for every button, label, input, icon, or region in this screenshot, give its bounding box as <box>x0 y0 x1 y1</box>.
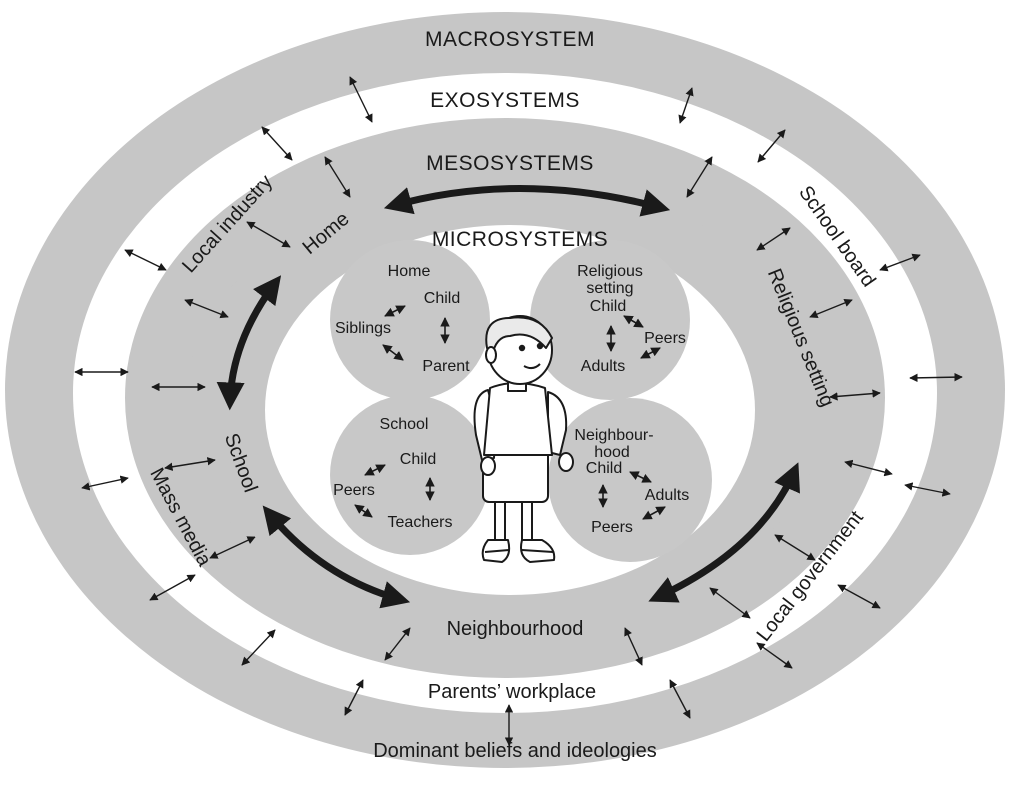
micro-arrow <box>364 464 386 476</box>
radial-arrow <box>164 457 216 471</box>
micro-home-child: Child <box>424 290 460 307</box>
micro-arrow <box>629 471 652 483</box>
radial-arrow <box>669 679 691 719</box>
radial-arrow <box>349 76 373 123</box>
micro-home-title: Home <box>388 263 431 280</box>
radial-arrow <box>261 126 293 161</box>
micro-home-parent: Parent <box>422 358 470 375</box>
radial-arrow <box>909 372 963 383</box>
meso-neighbourhood-label: Neighbourhood <box>447 618 584 640</box>
microsystems-title: MICROSYSTEMS <box>432 228 608 251</box>
radial-arrow <box>686 156 713 198</box>
micro-school-teachers: Teachers <box>388 514 453 531</box>
radial-arrow <box>756 227 791 251</box>
micro-home-circle <box>330 240 490 400</box>
micro-neighbourhood-circle <box>548 398 712 562</box>
exosystems-title: EXOSYSTEMS <box>430 89 580 112</box>
micro-school-child: Child <box>400 451 436 468</box>
radial-arrow <box>757 129 786 163</box>
meso-arrow-bottom-left <box>262 505 411 609</box>
micro-neighbourhood-title-1: Neighbour- <box>574 427 653 444</box>
radial-arrow <box>624 627 643 666</box>
micro-religious-circle <box>530 240 690 400</box>
radial-arrow <box>709 587 751 619</box>
radial-arrow <box>837 584 881 609</box>
meso-arrow-left <box>216 275 282 411</box>
macrosystem-title: MACROSYSTEM <box>425 28 595 51</box>
radial-arrows <box>74 76 963 746</box>
radial-arrow <box>809 298 853 319</box>
radial-arrow <box>124 249 167 271</box>
radial-arrow <box>756 642 793 669</box>
micro-arrow <box>384 305 406 317</box>
meso-arrow-top <box>383 185 671 217</box>
micro-religious-title-2: setting <box>586 280 633 297</box>
micro-arrow <box>623 315 644 328</box>
radial-arrow <box>774 534 816 561</box>
radial-arrow <box>184 298 229 319</box>
micro-neighbourhood-title-2: hood <box>594 444 630 461</box>
exo-parents-workplace-label: Parents’ workplace <box>428 681 596 703</box>
radial-arrow <box>209 536 256 559</box>
child-figure-icon <box>473 315 574 563</box>
micro-neighbourhood-adults: Adults <box>645 487 689 504</box>
radial-arrow <box>384 627 411 661</box>
radial-arrow <box>844 459 893 477</box>
radial-arrow <box>81 475 129 491</box>
micro-religious-peers: Peers <box>644 330 686 347</box>
mesosystems-title: MESOSYSTEMS <box>426 152 594 175</box>
micro-arrow <box>382 344 404 361</box>
radial-arrow <box>324 156 351 198</box>
micro-religious-child: Child <box>590 298 626 315</box>
micro-school-title: School <box>380 416 429 433</box>
micro-neighbourhood-peers: Peers <box>591 519 633 536</box>
micro-arrow <box>640 347 661 359</box>
micro-neighbourhood-child: Child <box>586 460 622 477</box>
micro-religious-title-1: Religious <box>577 263 643 280</box>
micro-religious-adults: Adults <box>581 358 625 375</box>
meso-arrows <box>216 185 800 609</box>
radial-arrow <box>879 253 921 272</box>
radial-arrow <box>344 679 364 716</box>
radial-arrow <box>678 87 694 124</box>
micro-school-peers: Peers <box>333 482 375 499</box>
radial-arrow <box>246 221 291 248</box>
radial-arrow <box>829 389 881 401</box>
radial-arrow <box>241 629 276 666</box>
micro-home-siblings: Siblings <box>335 320 391 337</box>
radial-arrow <box>149 574 196 601</box>
macro-beliefs-label: Dominant beliefs and ideologies <box>373 740 657 762</box>
meso-arrow-bottom-right <box>648 462 800 603</box>
radial-arrow <box>904 482 951 497</box>
